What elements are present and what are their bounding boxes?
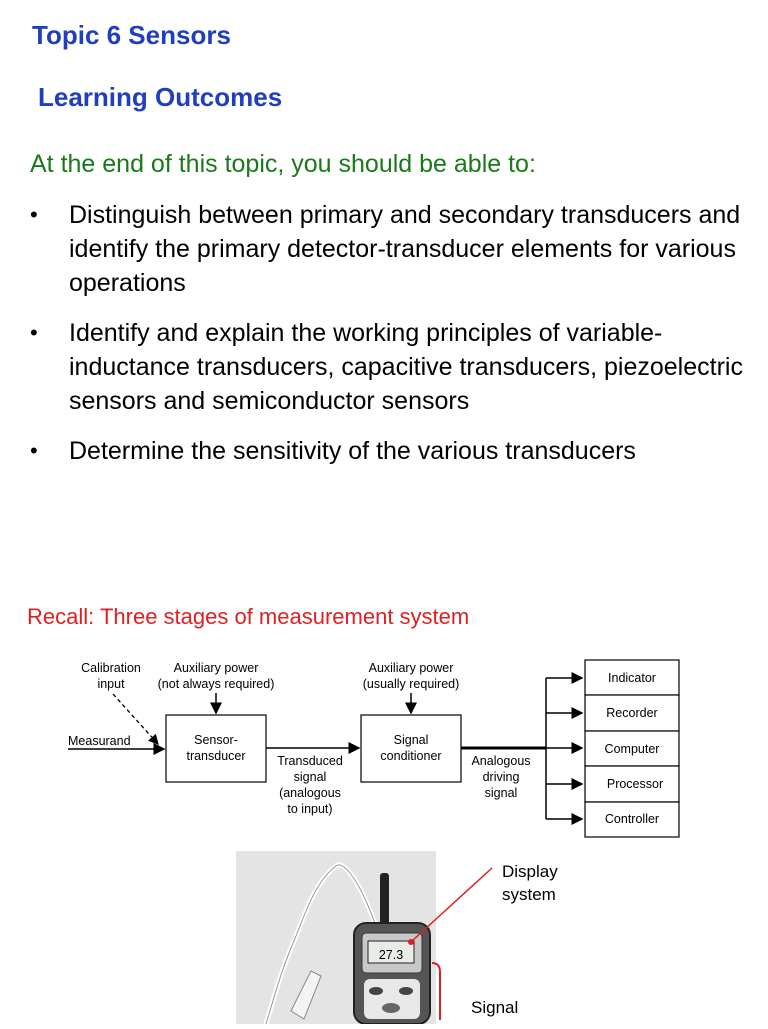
conditioner-label: Signal [394,733,429,747]
output-box-controller [584,801,680,838]
output-label: Indicator [608,671,656,685]
transduced-label: signal [294,770,327,784]
display-label-line: system [502,885,556,904]
sensor-label: Sensor- [194,733,238,747]
transduced-label: (analogous [279,786,341,800]
list-item: • Identify and explain the working princ… [30,316,760,418]
calibration-arrow [112,693,159,745]
page-title: Topic 6 Sensors [32,20,231,50]
output-box-computer [584,730,680,767]
meter-illustration: 27.3 [263,862,431,1025]
learning-outcomes-list: • Distinguish between primary and second… [30,198,760,484]
display-pointer-line [408,867,493,945]
bullet-icon: • [30,438,38,463]
intro-text: At the end of this topic, you should be … [30,150,536,178]
driving-label: Analogous [471,754,530,768]
thermometer-photo: 27.3 [236,851,436,1025]
bullet-icon: • [30,202,38,227]
recall-heading: Recall: Three stages of measurement syst… [27,604,470,629]
signal-label: Signal [471,998,519,1017]
calibration-label: Calibration [81,661,141,675]
aux-power-label: Auxiliary power [369,661,454,675]
driving-label: signal [485,786,518,800]
measurement-system-diagram: Calibration input Auxiliary power (not a… [68,659,680,838]
list-item-text: Identify and explain the working princip… [69,319,743,415]
calibration-label: input [97,677,125,691]
display-system-label: Display system [502,860,558,906]
list-item: • Distinguish between primary and second… [30,198,760,300]
aux-power-label: (not always required) [158,677,275,691]
output-label: Controller [605,812,659,826]
list-item-text: Distinguish between primary and secondar… [69,201,741,297]
section-heading: Learning Outcomes [38,82,283,112]
measurand-label: Measurand [68,734,131,748]
output-label: Computer [605,742,660,756]
output-box-processor [584,765,680,803]
list-item-text: Determine the sensitivity of the various… [69,437,636,465]
sensor-label: transducer [186,749,245,763]
output-label: Recorder [606,706,657,720]
transduced-label: to input) [287,802,332,816]
transduced-label: Transduced [277,754,343,768]
conditioner-label: conditioner [380,749,441,763]
aux-power-label: Auxiliary power [174,661,259,675]
driving-label: driving [483,770,520,784]
output-box-indicator [584,659,680,696]
aux-power-label: (usually required) [363,677,460,691]
output-box-recorder [584,694,680,732]
signal-bracket [431,962,441,1020]
signal-conditioner-box [360,714,462,783]
meter-reading: 27.3 [379,948,403,962]
display-label-line: Display [502,862,558,881]
list-item: • Determine the sensitivity of the vario… [30,434,760,468]
output-label: Processor [607,777,663,791]
sensor-transducer-box [165,714,267,783]
bullet-icon: • [30,320,38,345]
